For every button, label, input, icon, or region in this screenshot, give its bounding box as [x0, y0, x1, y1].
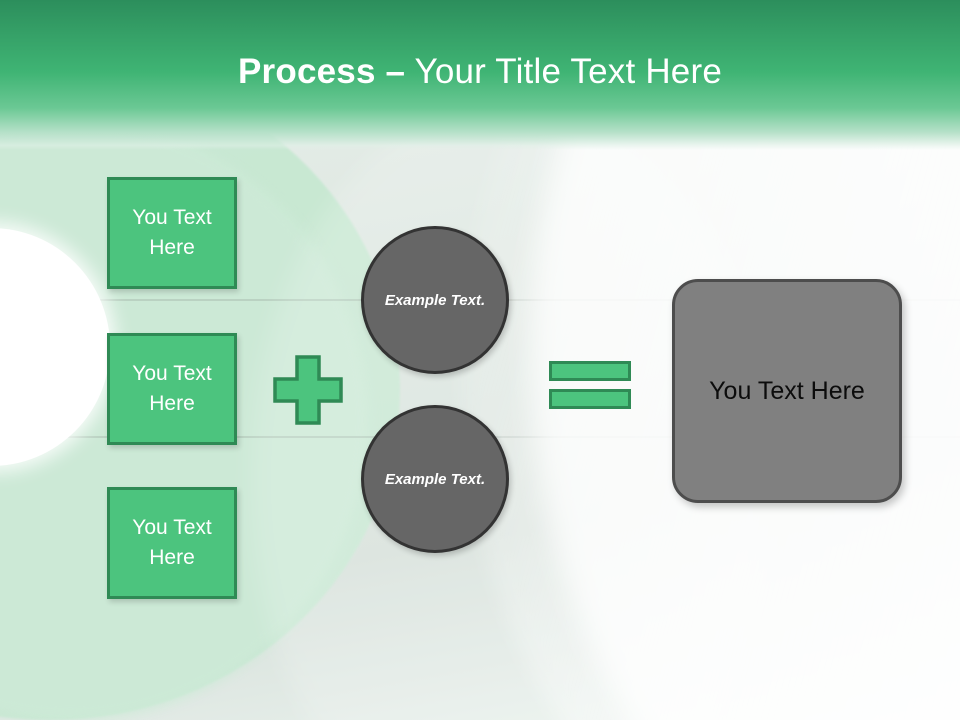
input-box-2[interactable]: You Text Here [107, 333, 237, 445]
example-circle-1[interactable]: Example Text. [361, 226, 509, 374]
input-box-1-label: You Text Here [132, 206, 212, 259]
plus-icon-svg [273, 355, 343, 425]
page-title-bold: Process – [238, 52, 406, 91]
page-title-rest: Your Title Text Here [405, 52, 722, 91]
input-box-2-label: You Text Here [132, 362, 212, 415]
input-box-1[interactable]: You Text Here [107, 177, 237, 289]
equals-icon-bar-bottom [549, 389, 631, 409]
input-box-3[interactable]: You Text Here [107, 487, 237, 599]
example-circle-1-label: Example Text. [384, 291, 486, 309]
plus-icon [273, 355, 343, 425]
equals-icon-bar-top [549, 361, 631, 381]
example-circle-2[interactable]: Example Text. [361, 405, 509, 553]
header-band [0, 0, 960, 150]
example-circle-2-label: Example Text. [384, 470, 486, 488]
page-title: Process – Your Title Text Here [0, 52, 960, 92]
equals-icon [549, 361, 631, 409]
result-box-label: You Text Here [709, 376, 865, 405]
result-box[interactable]: You Text Here [672, 279, 902, 503]
input-box-3-label: You Text Here [132, 516, 212, 569]
